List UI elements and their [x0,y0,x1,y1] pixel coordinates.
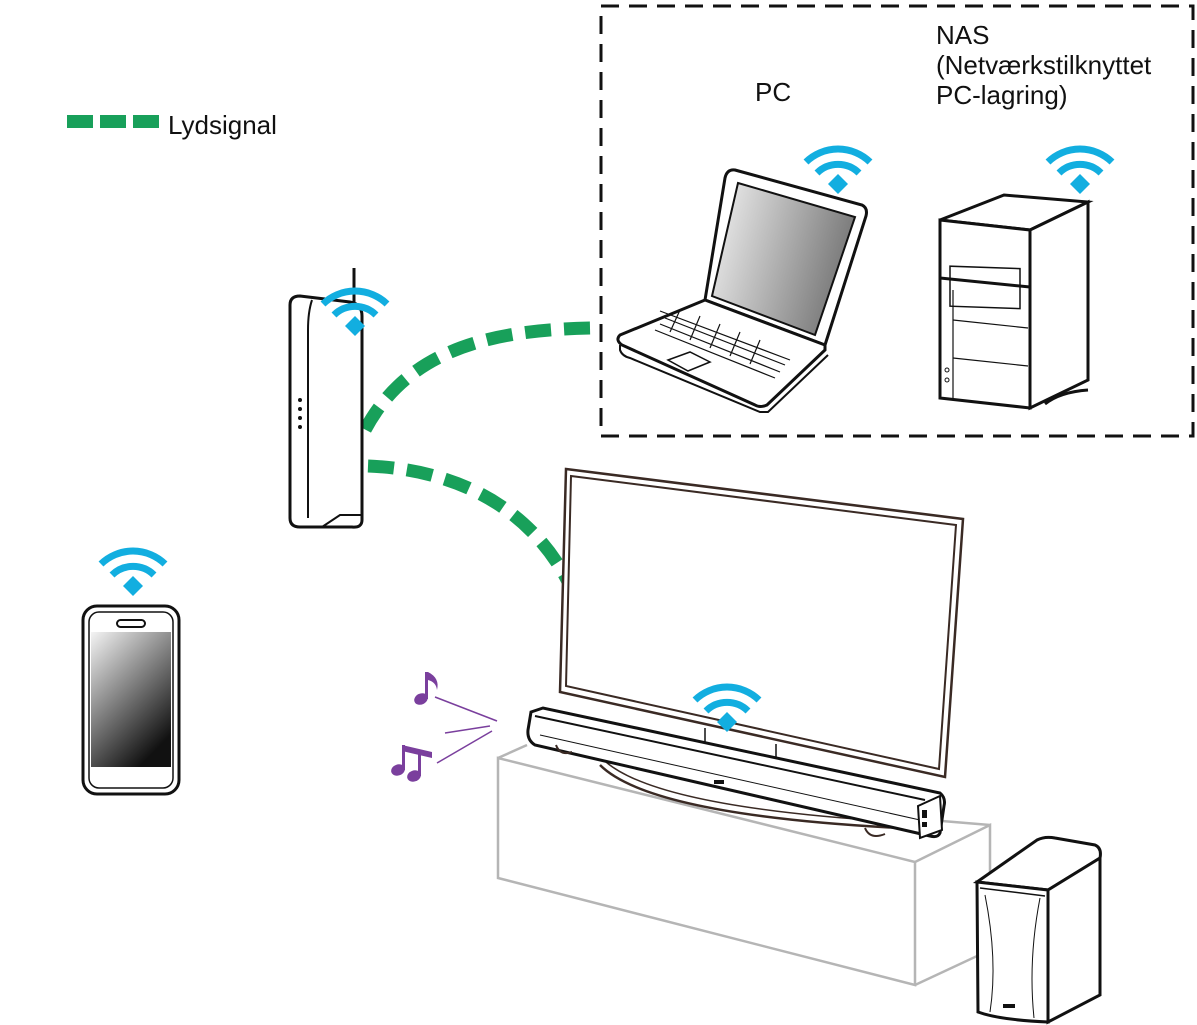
soundbar-icon [526,706,946,840]
nas-label-line: (Netværkstilknyttet [936,50,1152,80]
nas-wifi-icon [1048,149,1112,194]
nas-label-line: NAS [936,20,990,50]
subwoofer-icon [972,835,1102,1025]
smartphone-wifi-icon [101,551,165,596]
nas-label-line: PC-lagring) [936,80,1068,110]
legend-swatch [67,115,159,128]
sound-waves [434,696,498,764]
audio-path-router-to-soundbar [367,459,597,642]
tv-icon [558,467,965,830]
audio-path-network-to-router [359,321,591,434]
smartphone-icon [81,604,181,796]
network-group-box [599,4,1195,438]
pc-wifi-icon [806,149,870,194]
legend-label: Lydsignal [168,110,277,140]
router-icon [288,268,364,529]
laptop-icon [616,168,868,413]
music-note-icon [414,672,438,705]
double-music-note-icon [391,745,432,782]
nas-tower-icon [938,193,1094,411]
pc-label: PC [755,77,792,107]
nas-label: NAS (Netværkstilknyttet PC-lagring) [936,20,1151,110]
